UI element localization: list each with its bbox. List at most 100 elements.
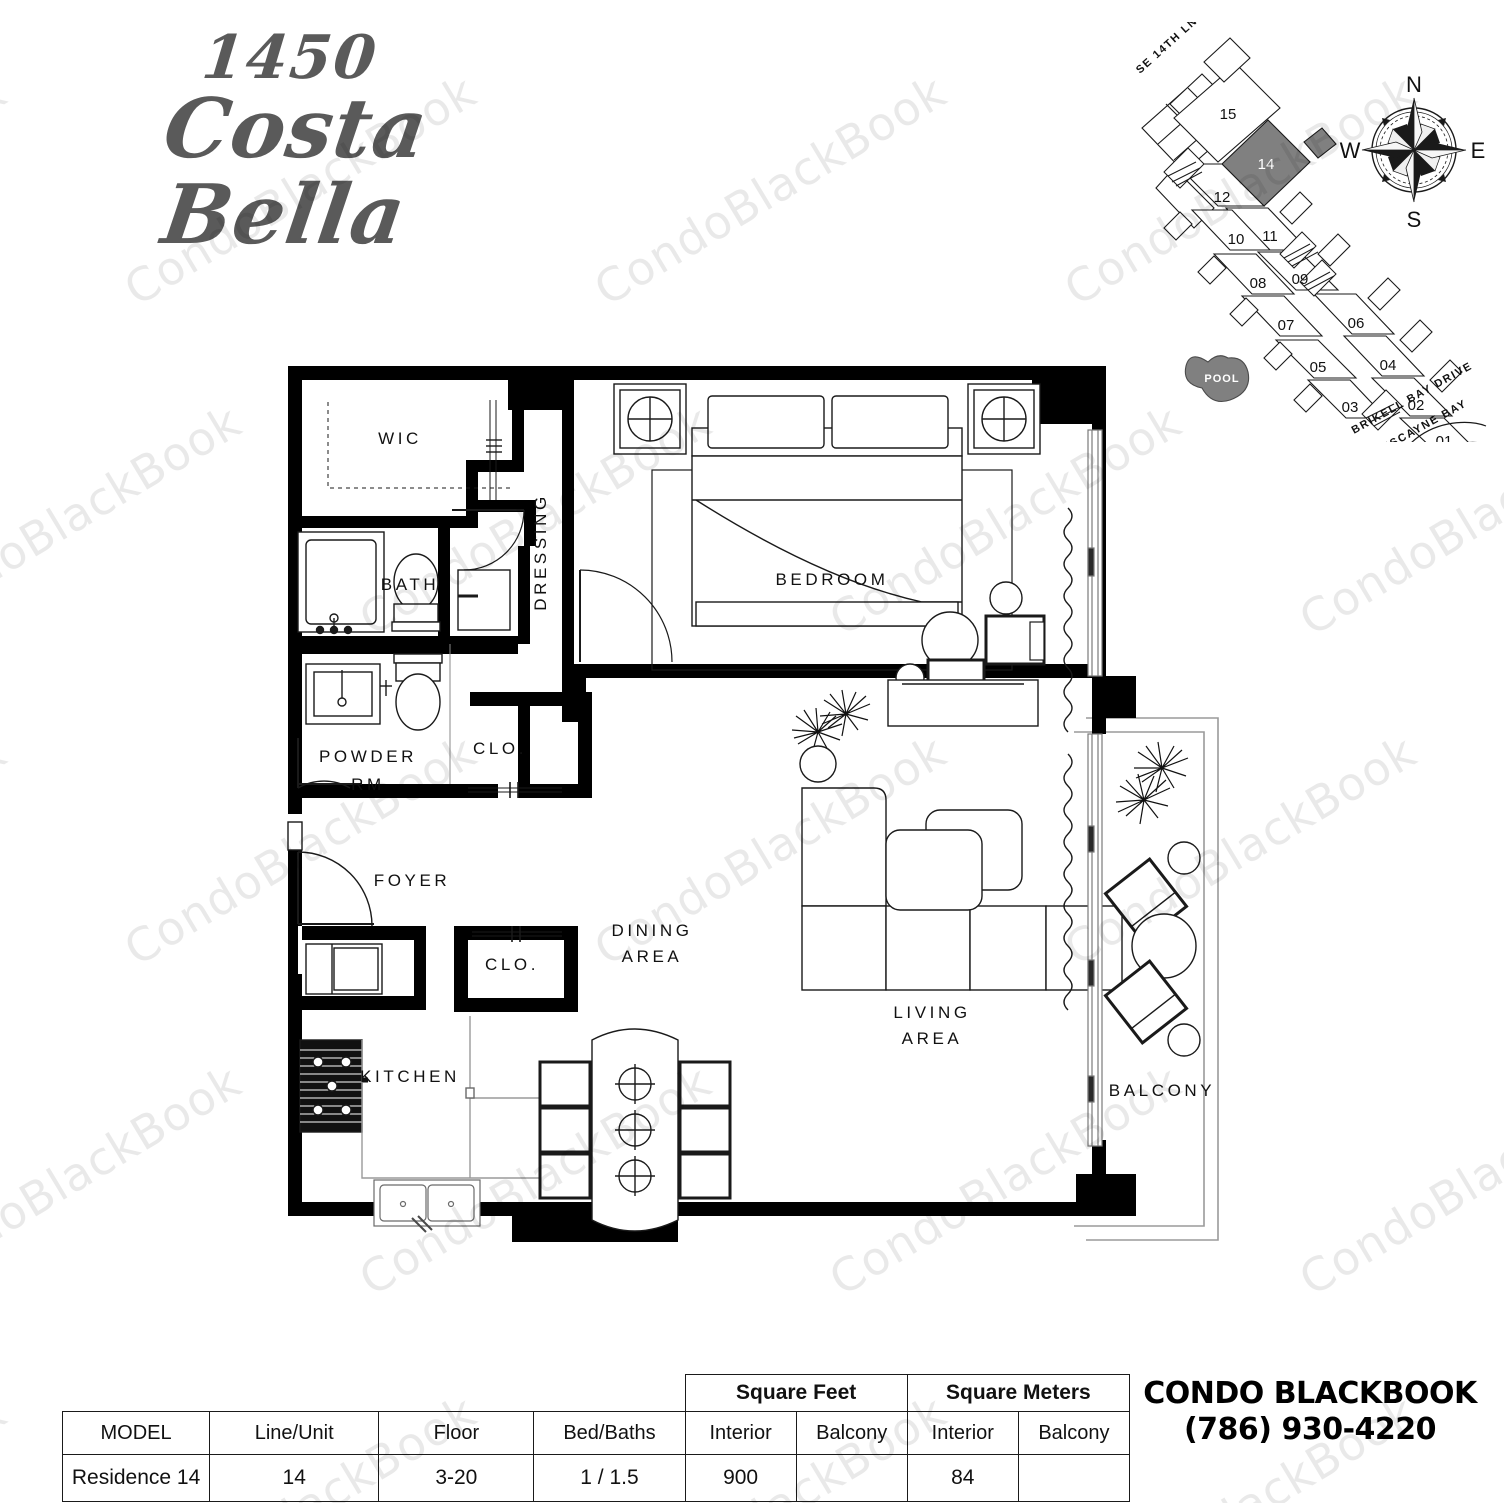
keyplan-unit-09: 09	[1292, 271, 1309, 288]
cell-model: Residence 14	[61, 1454, 211, 1502]
keyplan-unit-07: 07	[1278, 317, 1295, 334]
keyplan-unit-05: 05	[1310, 359, 1327, 376]
watermark-text: CondoBlackBook	[0, 724, 16, 977]
compass-rose	[1361, 97, 1467, 203]
dining-chairs	[538, 1060, 732, 1200]
label-living-area: AREA	[902, 1029, 963, 1048]
wic-shelf	[327, 402, 512, 489]
col-header-line-unit: Line/Unit	[209, 1411, 380, 1455]
living-curtain	[1063, 753, 1073, 1011]
kitchen-sink	[373, 1179, 481, 1233]
logo-number: 1450	[198, 23, 382, 93]
label-powder: POWDER	[319, 747, 417, 766]
col-header-sm-balcony: Balcony	[1017, 1411, 1131, 1455]
site-key-plan: 15 14 12 11 10 09 08 07 06 05 04 03 02 0…	[1118, 22, 1490, 442]
brand-name: CONDO BLACKBOOK	[1130, 1376, 1490, 1411]
entry-door	[287, 821, 374, 927]
group-header-square-feet: Square Feet	[684, 1374, 908, 1412]
dressing-door	[579, 569, 673, 663]
cell-sm-interior: 84	[906, 1454, 1019, 1502]
bedroom-curtain	[1063, 507, 1073, 733]
col-header-sf-interior: Interior	[684, 1411, 797, 1455]
nightstand-left	[613, 383, 687, 455]
powder-toilet	[393, 653, 443, 731]
label-dining: DINING	[611, 921, 692, 940]
label-closet-1: CLO.	[473, 739, 527, 758]
col-header-bed-baths: Bed/Baths	[533, 1411, 686, 1455]
dining-place-settings	[615, 1064, 655, 1196]
dining-table	[538, 1028, 732, 1232]
closet1-door	[468, 782, 562, 798]
bedroom-slider	[1087, 429, 1103, 677]
label-closet-2: CLO.	[485, 955, 539, 974]
cooktop	[299, 1039, 368, 1133]
watermark-text: CondoBlackBook	[0, 1054, 251, 1307]
brand-name-blackbook: BLACKBOOK	[1273, 1376, 1478, 1411]
wic-door	[486, 400, 502, 500]
keyplan-unit-11: 11	[1262, 228, 1278, 245]
powder-sink	[305, 663, 392, 725]
keyplan-unit-15: 15	[1220, 106, 1237, 123]
sectional-sofa	[801, 787, 1123, 991]
balcony-furniture	[1103, 741, 1201, 1057]
logo-name: Costa Bella	[156, 81, 434, 264]
watermark-text: CondoBlackBook	[0, 1384, 15, 1503]
cell-sm-balcony	[1017, 1454, 1131, 1502]
keyplan-pool-label: POOL	[1204, 373, 1239, 385]
closet2-door	[472, 926, 562, 942]
dressing-cabinet	[457, 569, 511, 631]
compass-label-e: E	[1471, 138, 1486, 163]
project-logo: 1450 Costa Bella	[30, 23, 550, 263]
side-table-round	[799, 745, 837, 783]
label-dining-area: AREA	[622, 947, 683, 966]
hall-console	[887, 679, 1039, 727]
coffee-tables	[885, 809, 1023, 911]
label-dressing: DRESSING	[531, 493, 550, 611]
bed	[691, 395, 963, 627]
specification-table: Square Feet Square Meters MODEL Line/Uni…	[61, 1374, 1131, 1502]
cell-sf-interior: 900	[684, 1454, 797, 1502]
col-header-sf-balcony: Balcony	[795, 1411, 908, 1455]
keyplan-unit-02: 02	[1408, 397, 1425, 414]
label-powder-rm: RM	[351, 775, 385, 794]
table-group-header-row: Square Feet Square Meters	[63, 1374, 1131, 1412]
watermark-text: CondoBlackBook	[1290, 1054, 1504, 1307]
table-row: Residence 14 14 3-20 1 / 1.5 900 84	[61, 1454, 1131, 1502]
watermark-text: CondoBlackBook	[585, 64, 956, 317]
balcony-outline	[1074, 717, 1219, 1241]
label-kitchen: KITCHEN	[360, 1067, 460, 1086]
cell-line-unit: 14	[209, 1454, 380, 1502]
label-wic: WIC	[378, 429, 422, 448]
keyplan-unit-14: 14	[1258, 156, 1275, 173]
compass-label-n: N	[1406, 72, 1422, 97]
cell-floor: 3-20	[378, 1454, 535, 1502]
building-footprint	[1155, 37, 1469, 442]
compass-label-w: W	[1340, 138, 1361, 163]
label-bath: BATH	[381, 575, 439, 594]
brand-phone: (786) 930-4220	[1183, 1412, 1437, 1448]
table-header-row: MODEL Line/Unit Floor Bed/Baths Interior…	[61, 1411, 1131, 1455]
road-lines	[1411, 421, 1487, 442]
label-bedroom: BEDROOM	[775, 570, 888, 589]
keyplan-unit-04: 04	[1380, 357, 1397, 374]
label-balcony: BALCONY	[1109, 1081, 1215, 1100]
bath-toilet	[391, 553, 441, 632]
watermark-text: CondoBlackBook	[0, 64, 16, 317]
powder-door	[297, 738, 362, 789]
col-header-model: MODEL	[61, 1411, 211, 1455]
group-header-square-meters: Square Meters	[906, 1374, 1131, 1412]
floor-plan-drawing: WIC BATH CLO. CLO. POWDER RM FOYER KITCH…	[262, 340, 1222, 1260]
plant-interior	[791, 689, 871, 755]
col-header-sm-interior: Interior	[906, 1411, 1019, 1455]
bathtub	[297, 531, 385, 635]
keyplan-unit-06: 06	[1348, 315, 1365, 332]
keyplan-unit-01: 01	[1436, 433, 1453, 442]
washer-dryer	[305, 943, 383, 995]
living-slider	[1087, 733, 1103, 1147]
bath-door	[452, 509, 525, 571]
keyplan-unit-03: 03	[1342, 399, 1359, 416]
keyplan-unit-12: 12	[1214, 189, 1231, 206]
nightstand-right	[967, 383, 1041, 455]
col-header-floor: Floor	[378, 1411, 535, 1455]
